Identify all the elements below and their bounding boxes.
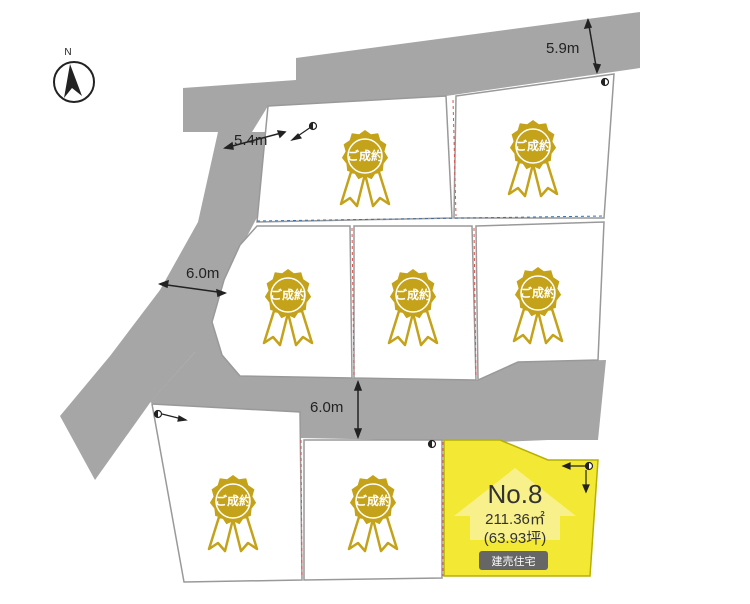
road-width-top: 5.9m [546, 40, 579, 57]
svg-text:ご成約: ご成約 [270, 287, 306, 302]
dimension-lines [157, 17, 602, 440]
lot-area-tsubo: (63.93坪) [484, 530, 547, 547]
utility-marker-icon [153, 409, 188, 422]
dashed-boundaries [256, 99, 605, 579]
house-shape-icon [454, 468, 576, 540]
lot-area-sqm: 211.36㎡ [485, 511, 545, 528]
sold-badge: ご成約 [512, 265, 564, 345]
lot-type-label: 建売住宅 [492, 554, 536, 568]
north-arrow-icon [64, 64, 82, 98]
svg-text:ご成約: ご成約 [515, 138, 551, 153]
utility-marker-icon [561, 461, 594, 494]
road-middle [150, 322, 606, 442]
sold-badge: ご成約 [387, 267, 439, 347]
north-label: N [64, 47, 71, 58]
sold-badges: ご成約 ご成約 ご成約 ご成約 ご成約 ご成約 ご成約 [207, 118, 564, 553]
svg-text:ご成約: ご成約 [355, 493, 391, 508]
lot-number: No.8 [488, 479, 543, 509]
svg-text:ご成約: ご成約 [395, 287, 431, 302]
sold-badge: ご成約 [339, 128, 391, 208]
sold-badge: ご成約 [347, 473, 399, 553]
utility-marker-icon [600, 77, 610, 87]
svg-text:ご成約: ご成約 [215, 493, 251, 508]
road-width-middle: 6.0m [310, 399, 343, 416]
svg-text:ご成約: ご成約 [520, 285, 556, 300]
sold-badge: ご成約 [262, 267, 314, 347]
sold-badge: ご成約 [207, 473, 259, 553]
road-top [183, 12, 640, 132]
utility-marker-icon [427, 439, 437, 449]
lot-type-tag [479, 551, 548, 570]
utility-markers [153, 77, 610, 494]
road-diagonal [60, 132, 290, 480]
roads [60, 12, 640, 480]
sold-badge: ご成約 [507, 118, 559, 198]
svg-text:ご成約: ご成約 [347, 148, 383, 163]
road-width-left: 6.0m [186, 265, 219, 282]
featured-lot-8[interactable]: No.8 211.36㎡ (63.93坪) 建売住宅 [443, 439, 599, 577]
road-width-upper-left: 5.4m [234, 132, 267, 149]
utility-marker-icon [290, 121, 318, 142]
north-compass: N [53, 47, 95, 103]
